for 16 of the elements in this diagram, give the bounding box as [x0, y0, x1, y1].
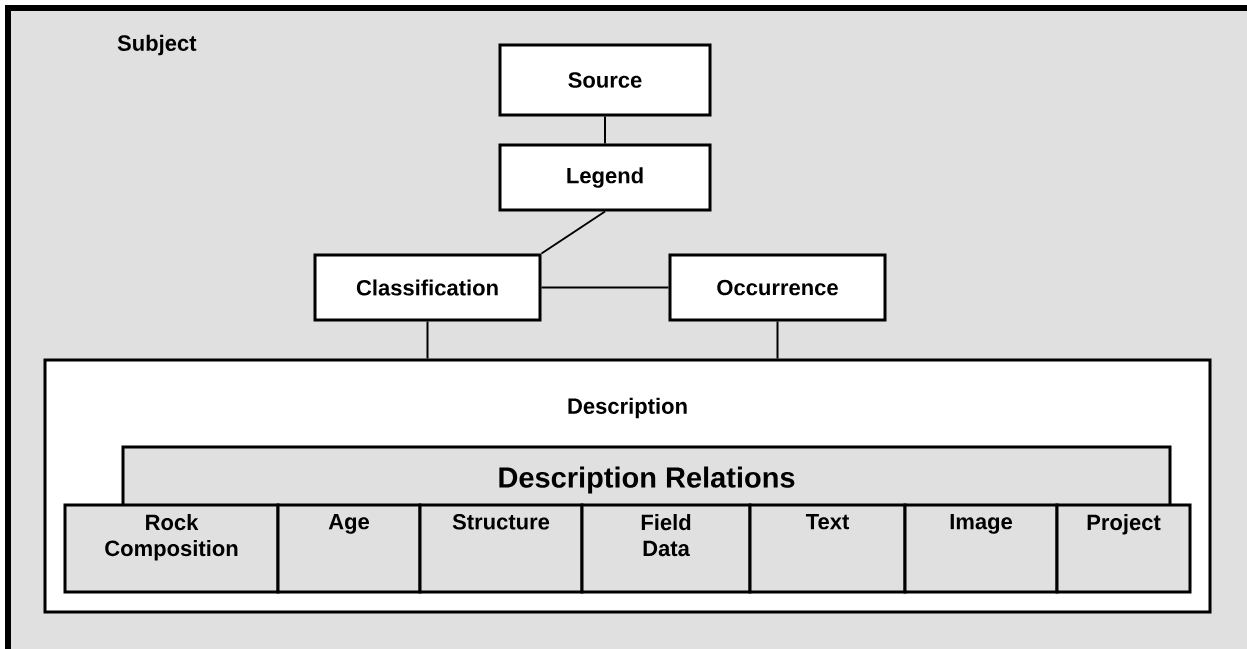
table-cell: Age	[276, 503, 422, 594]
connector-line	[540, 286, 670, 289]
table-cell: Text	[748, 503, 907, 594]
table-cell: Rock Composition	[63, 503, 280, 594]
connector-line	[540, 210, 606, 255]
entity-box: Occurrence	[668, 253, 887, 322]
entity-box: Legend	[498, 143, 712, 212]
connector-line	[426, 320, 429, 360]
table-cell: Field Data	[580, 503, 752, 594]
table-cell: Project	[1055, 503, 1192, 594]
table-cell: Structure	[418, 503, 584, 594]
entity-box: Source	[498, 43, 712, 117]
entity-box: Classification	[313, 253, 542, 322]
connector-line	[776, 320, 779, 360]
table-cell: Image	[903, 503, 1059, 594]
connector-line	[604, 115, 606, 145]
